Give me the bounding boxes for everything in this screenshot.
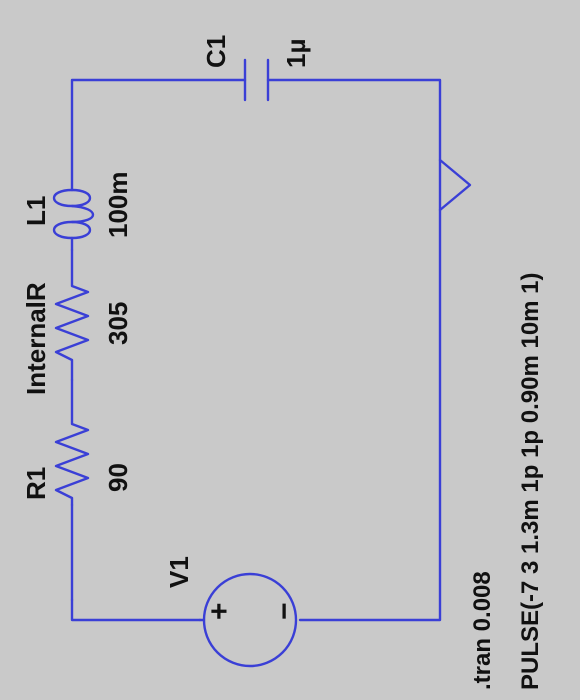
resistor-internalr[interactable] [54,248,90,382]
c1-value-label: 1µ [281,39,311,68]
v1-ref-label: V1 [164,556,194,588]
inductor-l1-loop-a [70,220,92,240]
wire-c1-return[interactable] [266,78,442,622]
wire-l1-to-c1[interactable] [70,78,247,192]
ground-symbol [438,158,472,212]
pulse-source-spec[interactable]: PULSE(-7 3 1.3m 1p 1p 0.90m 10m 1) [517,272,544,690]
v1-plus-sign: + [203,602,236,620]
circuit-wiring [52,58,472,668]
resistor-r1[interactable] [54,378,90,507]
internalr-value-label: 305 [103,302,133,345]
inductor-l1[interactable] [52,188,94,252]
tran-directive[interactable]: .tran 0.008 [469,571,496,690]
inductor-l1-loop-b [70,188,92,208]
c1-ref-label: C1 [201,35,231,68]
l1-value-label: 100m [103,172,133,239]
r1-value-label: 90 [103,463,133,492]
l1-ref-label: L1 [21,196,51,226]
internalr-ref-label: InternalR [21,282,51,395]
v1-minus-sign: − [268,602,301,620]
r1-ref-label: R1 [21,467,51,500]
wire-v1-top[interactable] [70,598,202,622]
v1-polarity: + − [203,602,301,620]
